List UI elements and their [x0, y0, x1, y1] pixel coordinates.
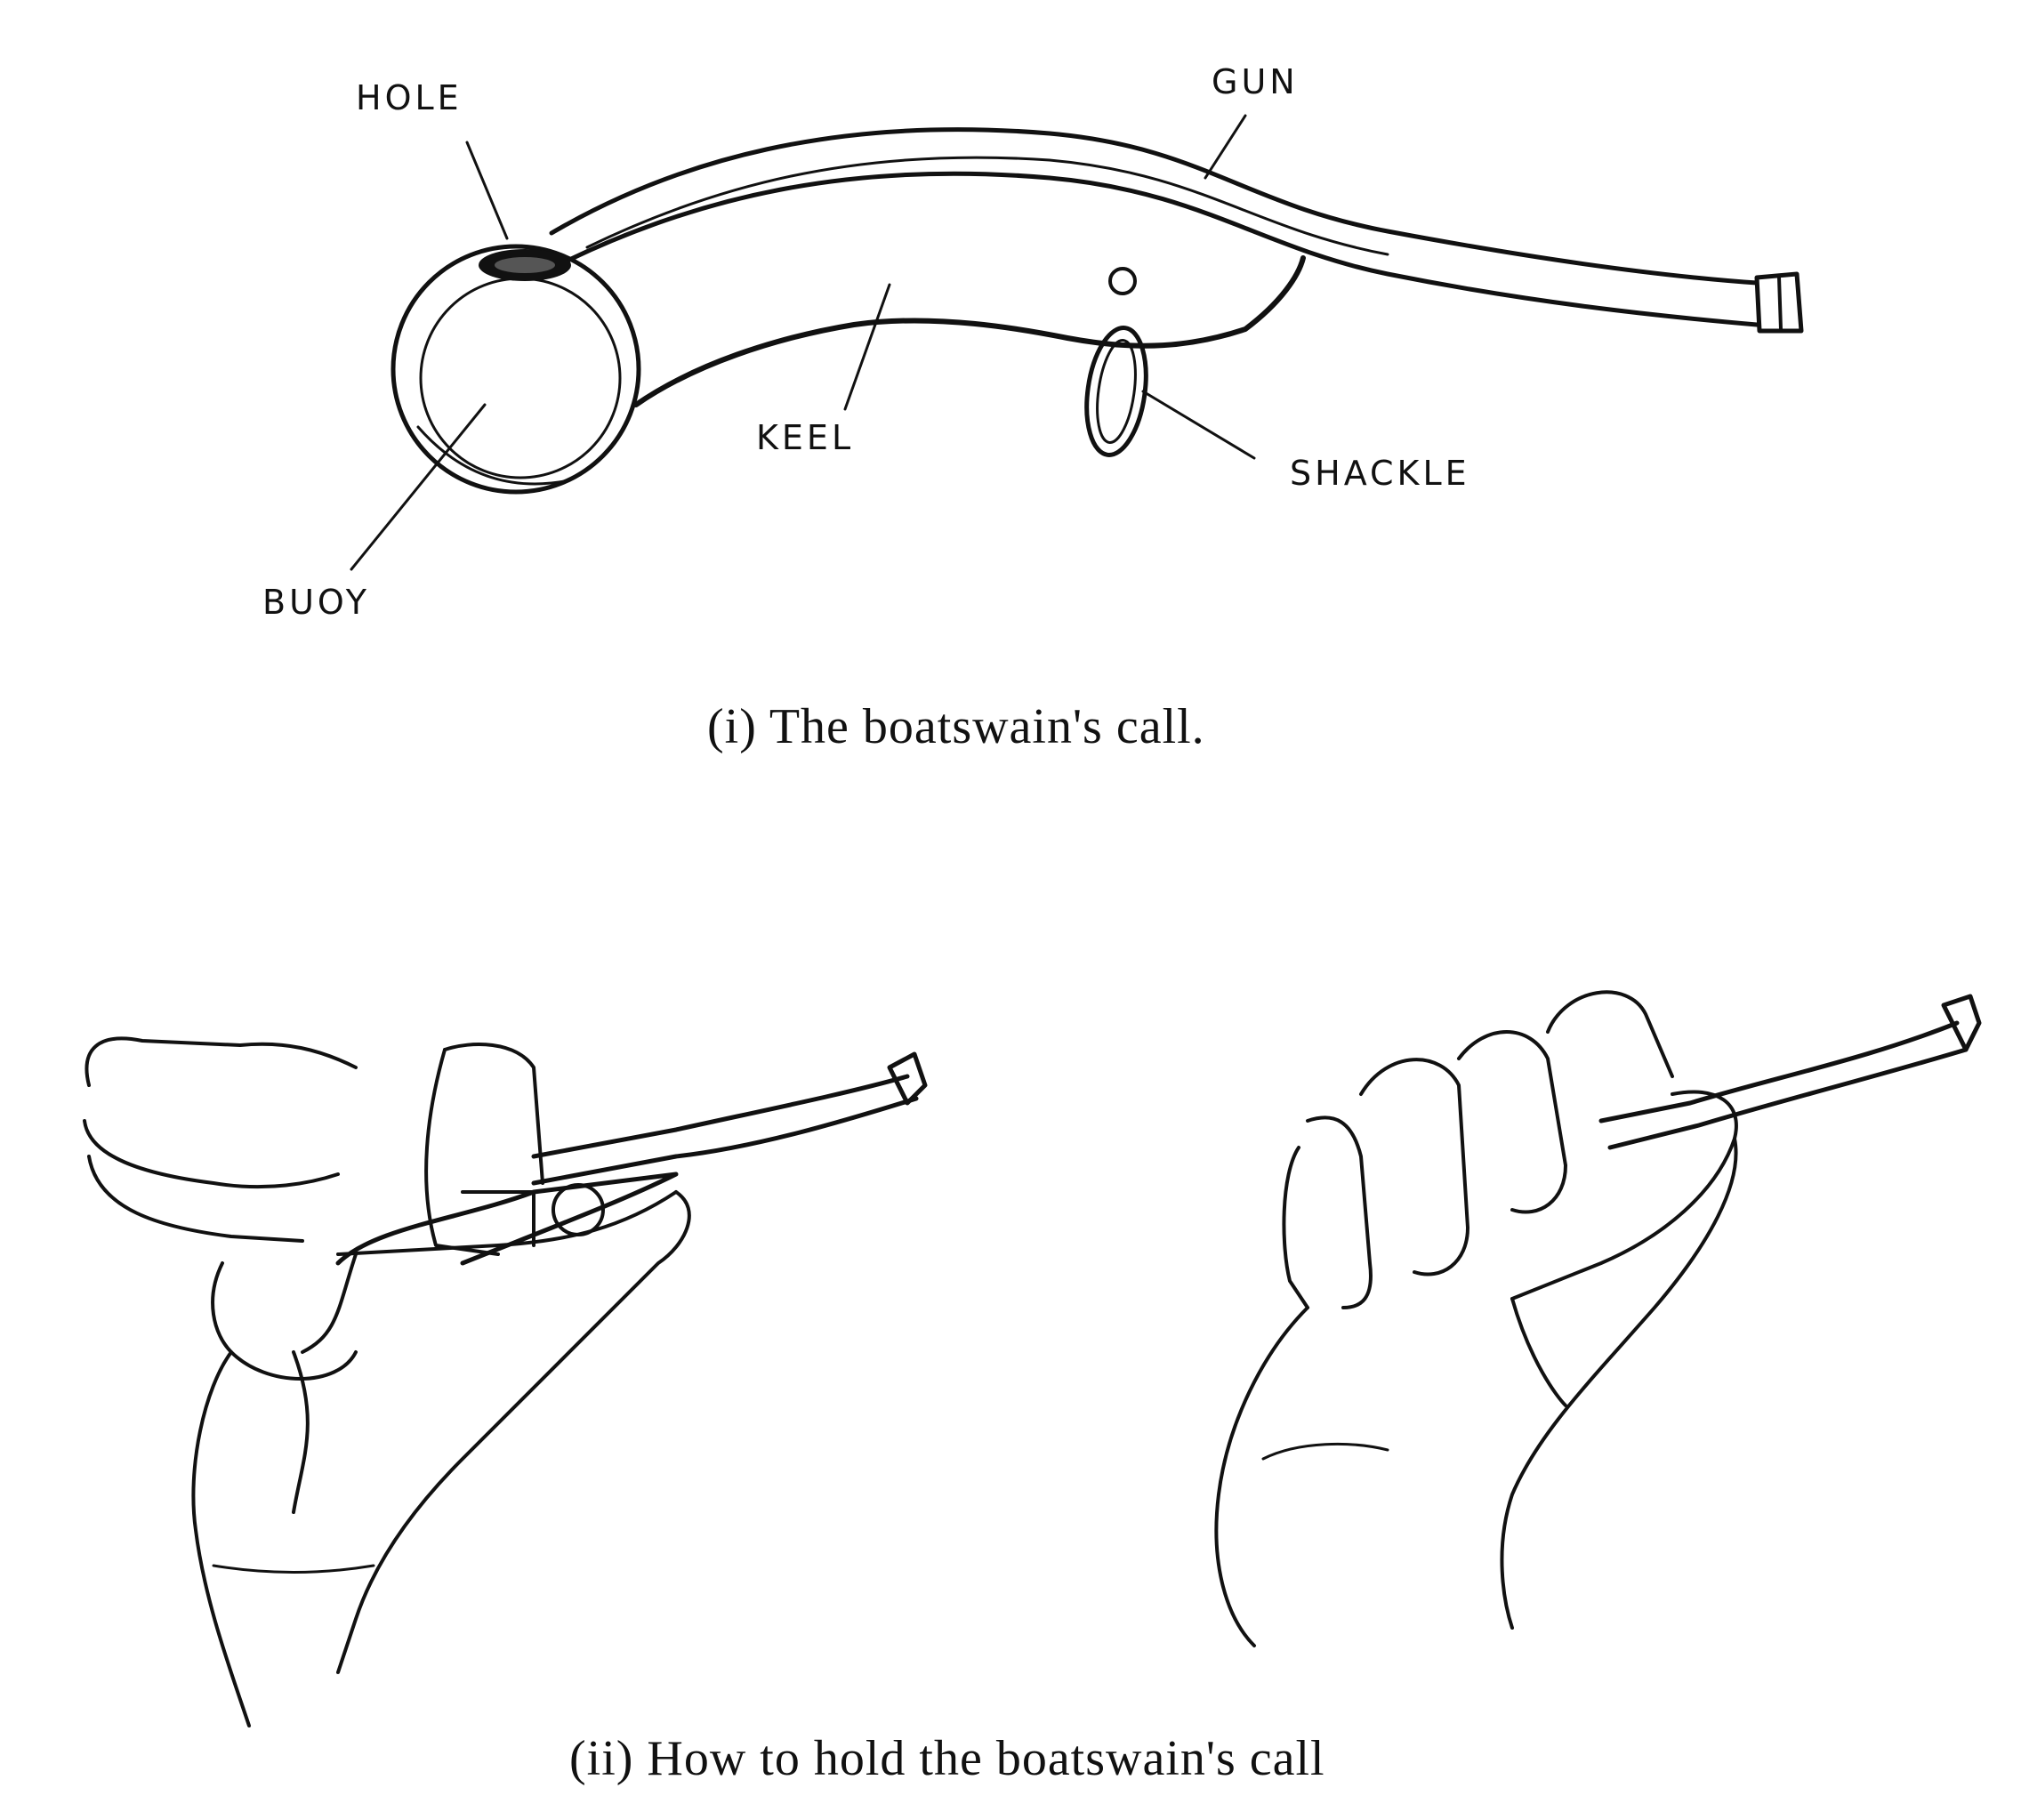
buoy-shape — [391, 244, 641, 495]
keel-shape — [633, 255, 1306, 407]
shackle-shape — [1084, 326, 1148, 457]
label-hole: HOLE — [356, 78, 463, 117]
left-hand-drawing — [83, 1036, 928, 1727]
right-hand-drawing — [1214, 990, 1982, 1647]
caption-figure-ii: (ii) How to hold the boatswain's call — [569, 1731, 1325, 1786]
label-keel: KEEL — [756, 418, 855, 457]
label-shackle: SHACKLE — [1290, 454, 1470, 493]
caption-figure-i: (i) The boatswain's call. — [707, 699, 1205, 754]
label-buoy: BUOY — [262, 583, 370, 622]
gun-shape — [549, 127, 1759, 286]
label-gun: GUN — [1212, 62, 1299, 101]
